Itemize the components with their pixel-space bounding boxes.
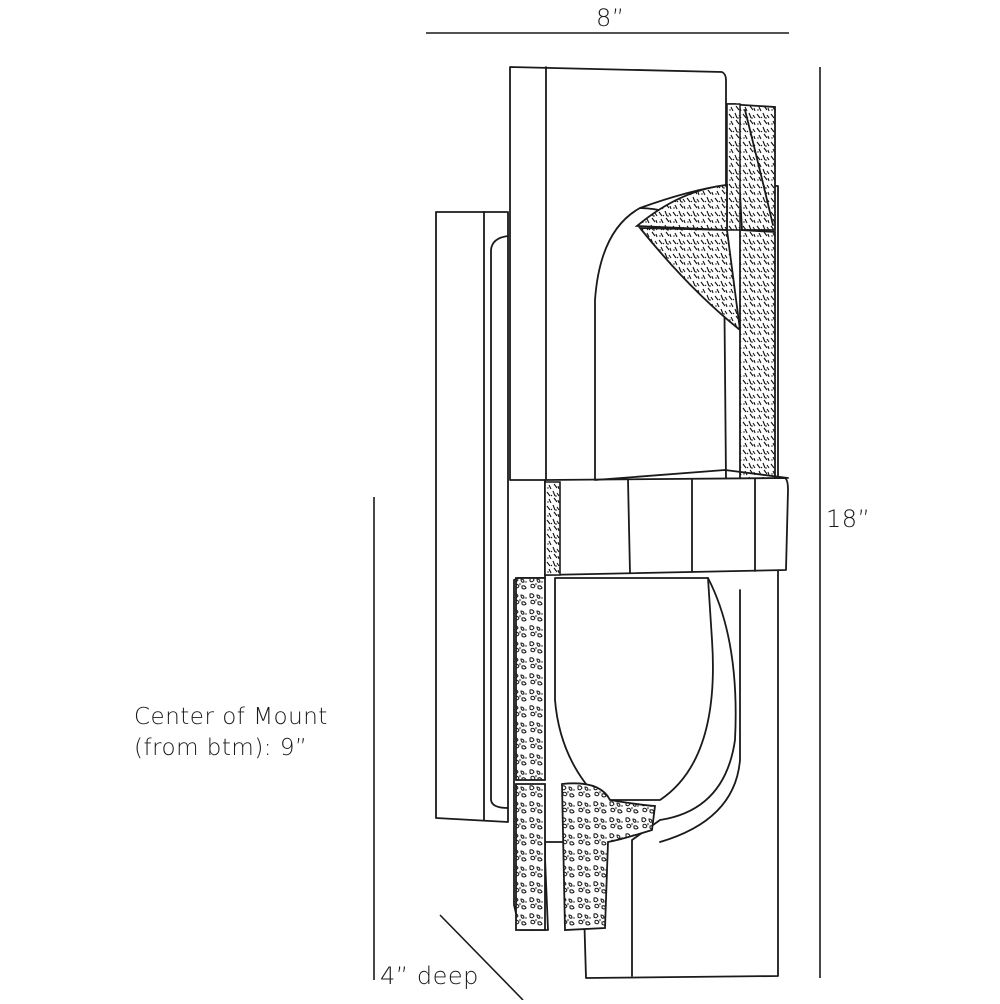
depth-label: 4” deep (380, 962, 479, 990)
upper-texture-panels (634, 103, 776, 481)
mount-center-label-line1: Center of Mount (134, 704, 328, 730)
depth-dimension-line (439, 914, 524, 1001)
lower-texture-strips (515, 577, 657, 931)
mount-center-label-line2: (from btm): 9” (134, 735, 308, 761)
width-label: 8” (596, 4, 625, 32)
middle-texture-band (544, 469, 789, 576)
height-label: 18” (826, 505, 871, 533)
wall-backplate (435, 211, 509, 823)
lower-arch (554, 577, 741, 977)
mount-center-label: Center of Mount (from btm): 9” (134, 702, 328, 764)
